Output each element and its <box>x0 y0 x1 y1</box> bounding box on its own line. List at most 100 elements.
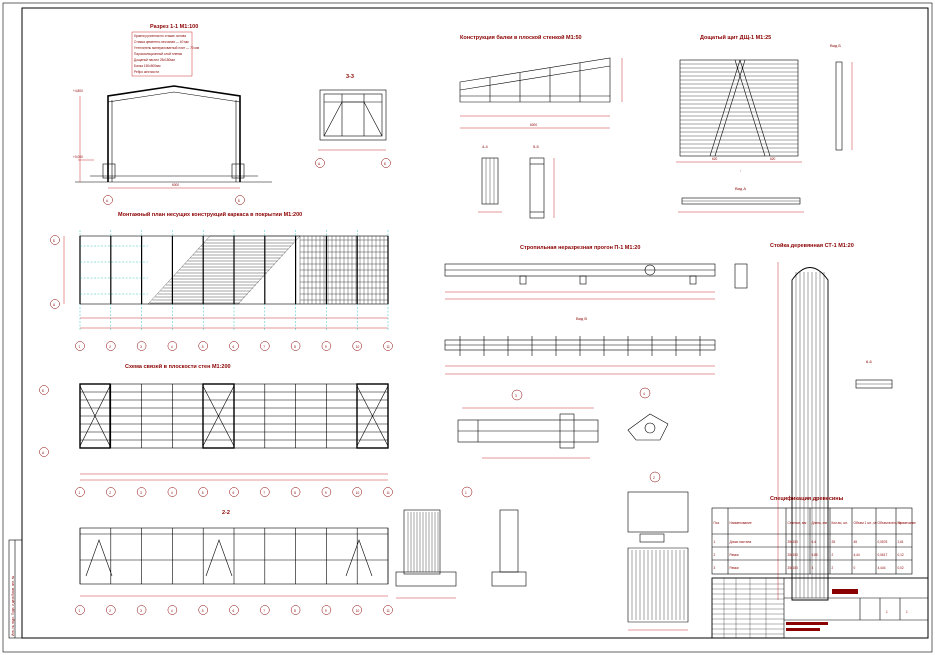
spec-cell: 5,85 <box>812 553 818 557</box>
spec-cell: 2 <box>832 553 834 557</box>
layout-axis-label: 8 <box>294 491 296 495</box>
layout-axis-label: 10 <box>356 491 360 495</box>
sec22-axis-6 <box>229 605 239 615</box>
sec22-axis-label: 7 <box>263 609 265 613</box>
plan-axis-7 <box>260 341 270 351</box>
spec-cell: 1,61 <box>898 540 904 544</box>
section-2-2-title: 2-2 <box>222 510 230 516</box>
spec-cell: 3 <box>812 566 814 570</box>
spec-cell: 25x150 <box>788 553 799 557</box>
left-margin-strip: Инв. № подл. Подп. и дата Взам. инв. № <box>8 539 23 639</box>
note-2: Стяжка цементно-песчаная — 40 мм <box>134 40 189 44</box>
plan-axis-label: 1 <box>79 345 81 349</box>
spec-cell: 2 <box>832 566 834 570</box>
sec22-axis-1 <box>75 605 85 615</box>
spec-header: Длина, мм <box>812 521 828 525</box>
section-5-5-title: 5-5 <box>533 144 540 149</box>
svg-text:+4,800: +4,800 <box>73 89 83 93</box>
layout-axis-label: 1 <box>79 491 81 495</box>
sec11-span: 6000 <box>172 183 179 187</box>
columns-layout-title: Схема связей в плоскости стен М1:200 <box>125 363 231 370</box>
svg-text:А: А <box>42 451 45 455</box>
note-1: Кровля рулонная по стяжке основа <box>134 34 186 38</box>
notes-block: Кровля рулонная по стяжке основа Стяжка … <box>131 31 199 77</box>
layout-axis-10 <box>352 487 362 497</box>
layout-axis-4 <box>167 487 178 497</box>
node-4-detail: 4 <box>627 387 669 441</box>
view-v: Вид В <box>444 316 716 375</box>
layout-axis-2 <box>106 487 116 497</box>
svg-text:Б: Б <box>238 199 240 203</box>
plan-axis-8 <box>290 341 301 351</box>
layout-axis-5 <box>198 487 208 497</box>
sec11-axis-b <box>235 195 245 205</box>
node-3-detail: 3 <box>457 389 599 459</box>
stamp-sheet: 1 <box>886 610 888 614</box>
spec-header: Объем 1 шт., м³ <box>854 521 877 525</box>
spec-cell: 0,12 <box>898 553 904 557</box>
note-5: Дощатый настил 25x150мм <box>134 58 175 62</box>
svg-text:1: 1 <box>465 491 467 495</box>
plan-axis-label: 7 <box>263 345 265 349</box>
plan-axis-label: 10 <box>356 345 360 349</box>
wood-panel-dsh1: Дощатый щит ДЩ-1 М1:25 620 620 ↑ Вид А <box>676 34 804 213</box>
section-5-5: 5-5 <box>529 144 555 219</box>
spec-cell: 4,44 <box>854 553 860 557</box>
sec22-axis-4 <box>167 605 178 615</box>
plan-axis-label: 5 <box>202 345 204 349</box>
truss-title: Конструкция балки в плоской стенкой М1:5… <box>460 34 582 41</box>
sec22-axis-label: 8 <box>294 609 296 613</box>
spec-cell: Доски настила <box>730 540 752 544</box>
svg-text:3: 3 <box>515 394 517 398</box>
spec-header: Примечание <box>898 521 917 525</box>
svg-text:+0,000: +0,000 <box>73 155 83 159</box>
column-title: Стойка деревянная СТ-1 М1:20 <box>770 242 854 249</box>
layout-axis-label: 7 <box>263 491 265 495</box>
plan-axis-11 <box>383 341 393 351</box>
spec-cell: 2 <box>714 553 716 557</box>
plan-axis-6 <box>229 341 239 351</box>
note-7: Ребро жесткости <box>134 70 159 74</box>
spec-cell: 25x150 <box>788 540 799 544</box>
layout-axis-11 <box>383 487 393 497</box>
svg-text:А: А <box>318 162 321 166</box>
sec22-axis-label: 9 <box>325 609 327 613</box>
sec22-axis-label: 6 <box>233 609 235 613</box>
section-4-4: 4-4 <box>478 144 502 213</box>
svg-text:Б: Б <box>42 389 44 393</box>
section-1-1-title: Разрез 1-1 М1:100 <box>150 24 198 30</box>
spec-cell: 25x150 <box>788 566 799 570</box>
column-st1: Стойка деревянная СТ-1 М1:20 6-6 <box>770 242 893 601</box>
mounting-plan-title: Монтажный план несущих конструкций карка… <box>118 211 302 218</box>
layout-axis-label: 9 <box>325 491 327 495</box>
spec-header: Поз. <box>714 521 720 525</box>
plan-axis-label: 9 <box>325 345 327 349</box>
support-purlin: Стропильная неразрезная прогон П-1 М1:20 <box>444 245 748 300</box>
layout-axis-3 <box>136 487 147 497</box>
svg-text:6000: 6000 <box>530 123 537 127</box>
note-3: Утеплитель минераловатный плит — 70 мм <box>134 46 199 50</box>
plan-axis-label: 6 <box>233 345 235 349</box>
plan-axis-5 <box>198 341 208 351</box>
sec22-axis-label: 10 <box>356 609 360 613</box>
plan-axis-label: 3 <box>140 345 142 349</box>
note-6: Балка 150x500мм <box>134 64 160 68</box>
spec-cell: Рамки <box>730 553 739 557</box>
sec22-axis-label: 3 <box>140 609 142 613</box>
sec22-axis-5 <box>198 605 208 615</box>
view-b: Вид Б <box>830 43 853 151</box>
svg-text:620: 620 <box>770 157 776 161</box>
plan-axis-4 <box>167 341 178 351</box>
layout-axis-label: 3 <box>140 491 142 495</box>
svg-text:Б: Б <box>53 239 55 243</box>
spec-header: Объем всего, м³ <box>878 521 902 525</box>
note-4: Пароизоляционный слой пленки <box>134 52 182 56</box>
spec-cell: 0 <box>854 566 856 570</box>
spec-cell: 3 <box>714 566 716 570</box>
spec-cell: 4,444 <box>878 566 886 570</box>
view-v-title: Вид В <box>576 316 587 321</box>
layout-axis-label: 6 <box>233 491 235 495</box>
